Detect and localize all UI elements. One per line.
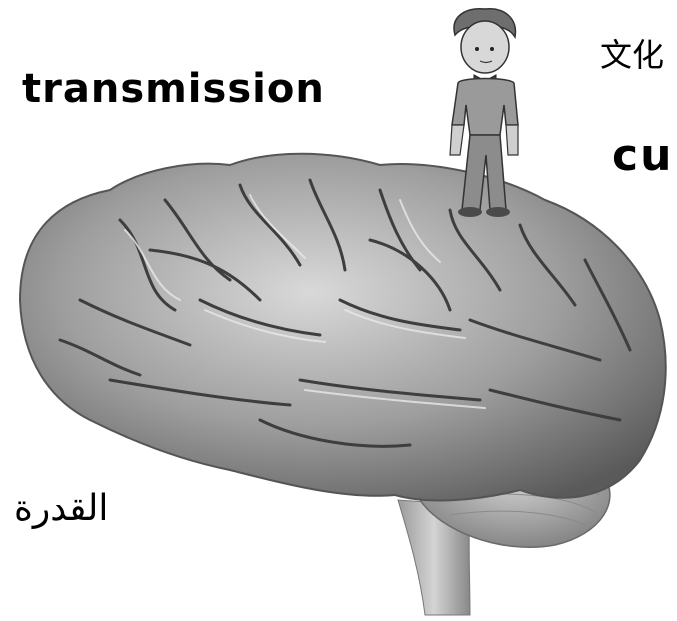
label-transmission: transmission	[22, 66, 325, 112]
label-cu: cu	[612, 130, 673, 181]
cerebrum	[20, 154, 666, 501]
figure-head	[461, 21, 509, 73]
label-chinese: 文化	[600, 30, 664, 76]
little-prince-figure	[430, 5, 540, 220]
figure-trousers	[462, 135, 506, 210]
label-arabic: القدرة	[14, 488, 108, 529]
